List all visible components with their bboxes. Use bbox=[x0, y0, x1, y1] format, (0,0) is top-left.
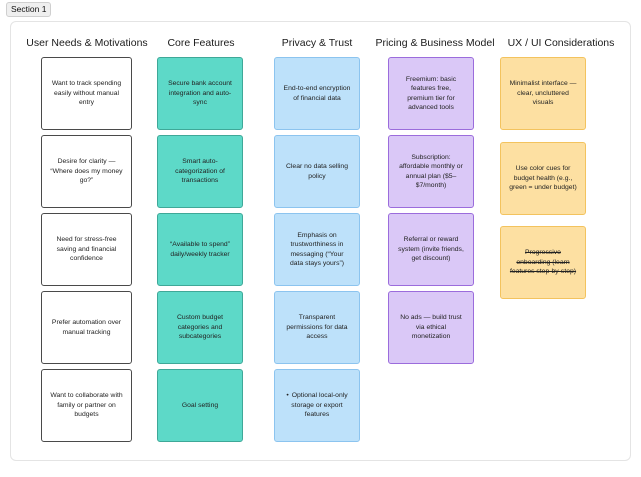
sticky-note[interactable]: Want to collaborate with family or partn… bbox=[41, 369, 132, 442]
note-text: Need for stress-free saving and financia… bbox=[56, 236, 117, 263]
column-title-pricing: Pricing & Business Model bbox=[375, 37, 495, 49]
sticky-note[interactable]: Progressive onboarding (learn features s… bbox=[500, 226, 586, 299]
column-title-core-features: Core Features bbox=[167, 37, 235, 49]
note-text: Goal setting bbox=[181, 401, 219, 409]
note-text: Progressive onboarding (learn features s… bbox=[509, 249, 577, 276]
note-text: Subscription: affordable monthly or annu… bbox=[399, 153, 463, 190]
sticky-note[interactable]: End-to-end encryption of financial data bbox=[274, 57, 360, 130]
sticky-note[interactable]: Smart auto-categorization of transaction… bbox=[157, 135, 243, 208]
note-text: Prefer automation over manual tracking bbox=[51, 319, 122, 336]
column-title-ux-ui: UX / UI Considerations bbox=[507, 37, 615, 49]
sticky-note[interactable]: Freemium: basic features free, premium t… bbox=[388, 57, 474, 130]
note-text: Want to track spending easily without ma… bbox=[51, 80, 122, 107]
note-text: Secure bank account integration and auto… bbox=[168, 80, 232, 107]
note-text: “Available to spend” daily/weekly tracke… bbox=[170, 241, 230, 258]
sticky-note[interactable]: Emphasis on trustworthiness in messaging… bbox=[274, 213, 360, 286]
note-text: Minimalist interface — clear, uncluttere… bbox=[509, 80, 577, 107]
sticky-note[interactable]: No ads — build trust via ethical monetiz… bbox=[388, 291, 474, 364]
column-title-privacy-trust: Privacy & Trust bbox=[281, 37, 353, 49]
sticky-note[interactable]: Desire for clarity — “Where does my mone… bbox=[41, 135, 132, 208]
section-label[interactable]: Section 1 bbox=[6, 2, 52, 17]
note-text: Emphasis on trustworthiness in messaging… bbox=[289, 231, 345, 268]
sticky-note[interactable]: Secure bank account integration and auto… bbox=[157, 57, 243, 130]
note-text: Clear no data selling policy bbox=[286, 163, 348, 180]
note-text: No ads — build trust via ethical monetiz… bbox=[400, 314, 462, 341]
sticky-note[interactable]: Want to track spending easily without ma… bbox=[41, 57, 132, 130]
sticky-note[interactable]: Use color cues for budget health (e.g., … bbox=[500, 142, 586, 215]
sticky-note[interactable]: Custom budget categories and subcategori… bbox=[157, 291, 243, 364]
note-text: Freemium: basic features free, premium t… bbox=[405, 75, 457, 112]
sticky-note[interactable]: Subscription: affordable monthly or annu… bbox=[388, 135, 474, 208]
note-text: Custom budget categories and subcategori… bbox=[176, 314, 224, 341]
sticky-note[interactable]: “Available to spend” daily/weekly tracke… bbox=[157, 213, 243, 286]
note-text: Desire for clarity — “Where does my mone… bbox=[50, 158, 123, 185]
note-text: Optional local-only storage or export fe… bbox=[283, 391, 351, 420]
sticky-note[interactable]: Optional local-only storage or export fe… bbox=[274, 369, 360, 442]
note-text: End-to-end encryption of financial data bbox=[283, 85, 351, 102]
note-text: Want to collaborate with family or partn… bbox=[50, 392, 123, 419]
sticky-note[interactable]: Need for stress-free saving and financia… bbox=[41, 213, 132, 286]
sticky-note[interactable]: Prefer automation over manual tracking bbox=[41, 291, 132, 364]
sticky-note[interactable]: Transparent permissions for data access bbox=[274, 291, 360, 364]
sticky-note[interactable]: Minimalist interface — clear, uncluttere… bbox=[500, 57, 586, 130]
sticky-note[interactable]: Referral or reward system (invite friend… bbox=[388, 213, 474, 286]
note-text: Smart auto-categorization of transaction… bbox=[175, 158, 225, 185]
note-text: Use color cues for budget health (e.g., … bbox=[509, 165, 577, 192]
sticky-note[interactable]: Goal setting bbox=[157, 369, 243, 442]
column-title-user-needs: User Needs & Motivations bbox=[26, 37, 148, 49]
note-text: Referral or reward system (invite friend… bbox=[398, 236, 464, 263]
note-text: Transparent permissions for data access bbox=[286, 314, 348, 341]
sticky-note[interactable]: Clear no data selling policy bbox=[274, 135, 360, 208]
